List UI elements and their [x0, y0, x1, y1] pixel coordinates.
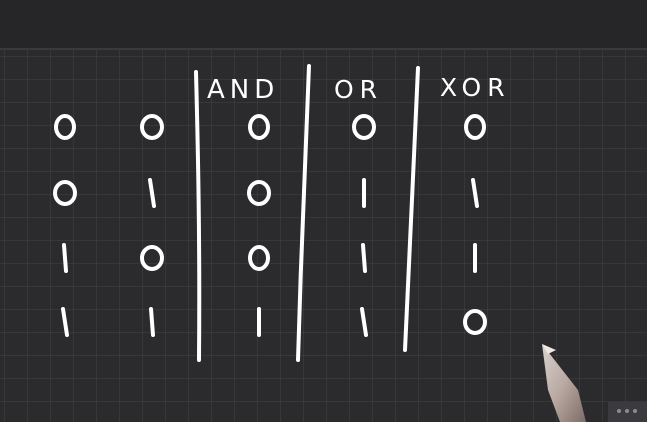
- cell-and-row-2: 0: [247, 180, 271, 206]
- cell-or-row-1: 0: [352, 114, 376, 140]
- cell-or-row-3: 1: [361, 243, 367, 273]
- stylus-icon: [542, 344, 647, 422]
- cell-b-row-4: 1: [149, 307, 155, 337]
- cell-and-row-1: 0: [248, 114, 270, 140]
- cell-a-row-1: 0: [54, 114, 76, 140]
- cell-a-row-2: 0: [53, 180, 77, 206]
- cell-b-row-2: 1: [148, 178, 156, 208]
- cell-xor-row-1: 0: [464, 114, 486, 140]
- header-and: AND: [207, 75, 279, 105]
- toolbar-band: [0, 0, 647, 50]
- cell-a-row-4: 1: [61, 307, 69, 337]
- cell-xor-row-2: 1: [471, 178, 479, 208]
- table-cells: 00000010111001111110: [53, 114, 487, 337]
- cell-b-row-3: 0: [140, 245, 164, 271]
- cell-a-row-3: 1: [62, 243, 68, 273]
- separator-line-3: [403, 66, 420, 352]
- cell-xor-row-4: 0: [463, 309, 487, 335]
- separator-line-2: [296, 64, 311, 362]
- separator-line-1: [194, 70, 202, 362]
- cell-b-row-1: 0: [140, 114, 164, 140]
- header-xor: XOR: [440, 73, 511, 102]
- cell-and-row-3: 0: [248, 245, 270, 271]
- header-or: OR: [334, 75, 383, 104]
- cell-or-row-4: 1: [360, 307, 368, 337]
